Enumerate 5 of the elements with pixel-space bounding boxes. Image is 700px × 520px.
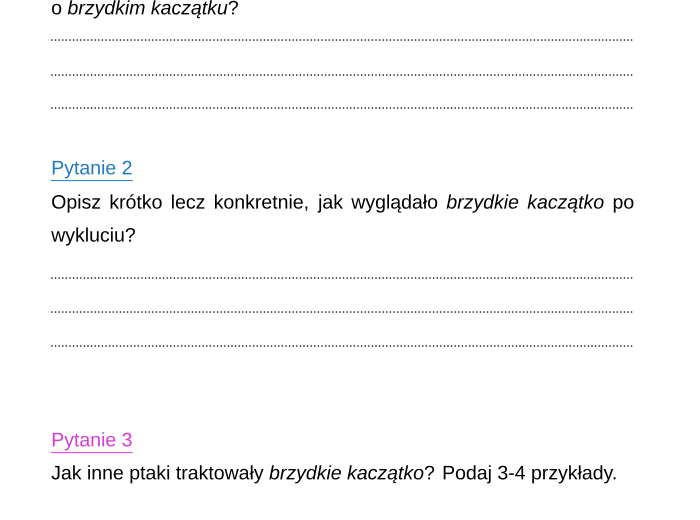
- question-text: Jak inne ptaki traktowały brzydkie kaczątko? Podaj 3-4 przykłady.: [52, 465, 616, 484]
- question-text: Opisz krótko lecz konkretnie, jak wyglądało brzydkie kaczątko po wykluciu?: [51, 194, 634, 246]
- question-text: o brzydkim kaczątku?: [52, 0, 238, 18]
- question-heading-link: Pytanie 2: [50, 160, 134, 182]
- question-heading-link: Pytanie 3: [50, 432, 134, 454]
